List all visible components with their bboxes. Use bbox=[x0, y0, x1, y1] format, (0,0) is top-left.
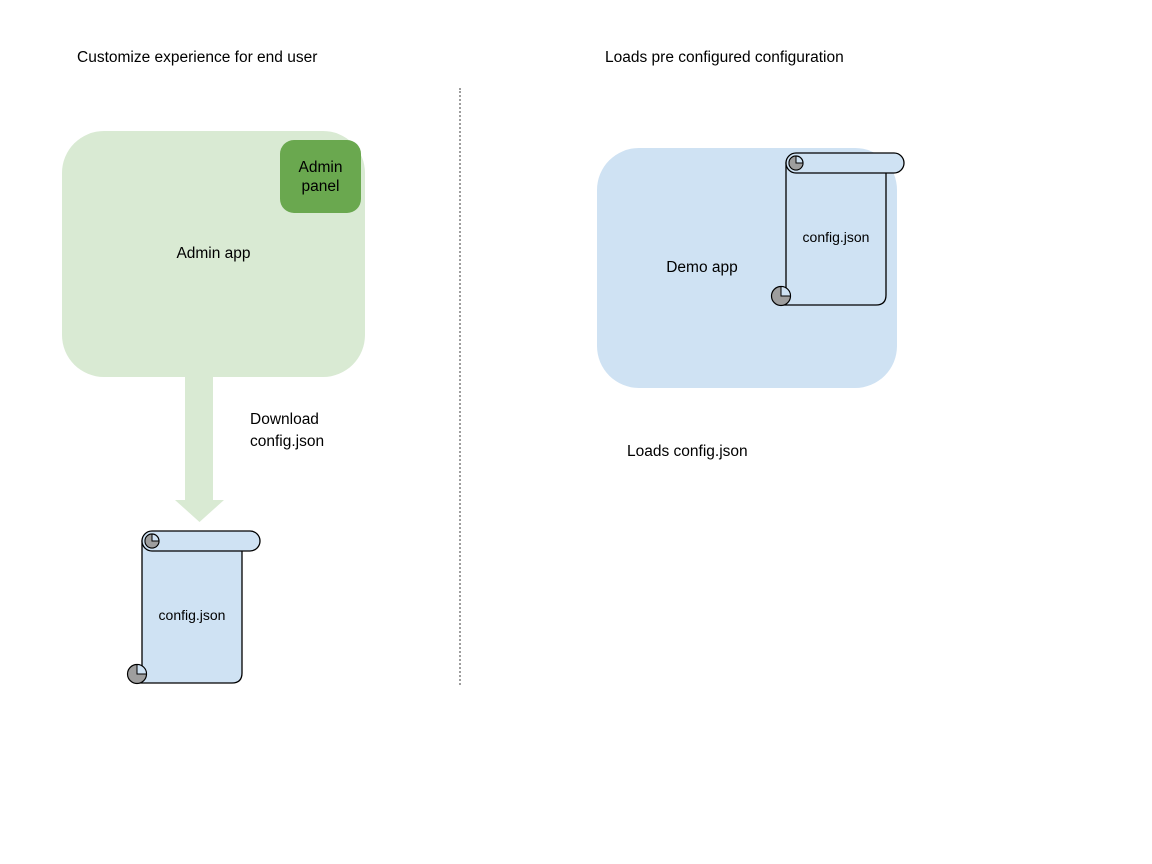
right-section-title: Loads pre configured configuration bbox=[605, 49, 844, 66]
scroll-shape-icon bbox=[770, 152, 905, 307]
admin-panel-box: Admin panel bbox=[280, 140, 361, 213]
download-arrow-icon bbox=[175, 376, 224, 522]
scroll-shape-icon bbox=[126, 530, 261, 685]
section-divider bbox=[459, 88, 461, 685]
config-file-scroll-left: config.json bbox=[125, 529, 263, 689]
demo-app-label: Demo app bbox=[666, 259, 738, 276]
admin-panel-label: Admin panel bbox=[298, 158, 343, 195]
left-section-title: Customize experience for end user bbox=[77, 49, 318, 66]
config-file-label-right: config.json bbox=[802, 229, 870, 245]
admin-app-box: Admin app Admin panel bbox=[62, 131, 365, 377]
loads-config-caption: Loads config.json bbox=[627, 443, 748, 460]
config-file-scroll-right: config.json bbox=[769, 151, 907, 311]
download-arrow-label: Download config.json bbox=[250, 411, 325, 450]
config-file-label-left: config.json bbox=[158, 607, 226, 623]
admin-app-label: Admin app bbox=[176, 245, 251, 262]
